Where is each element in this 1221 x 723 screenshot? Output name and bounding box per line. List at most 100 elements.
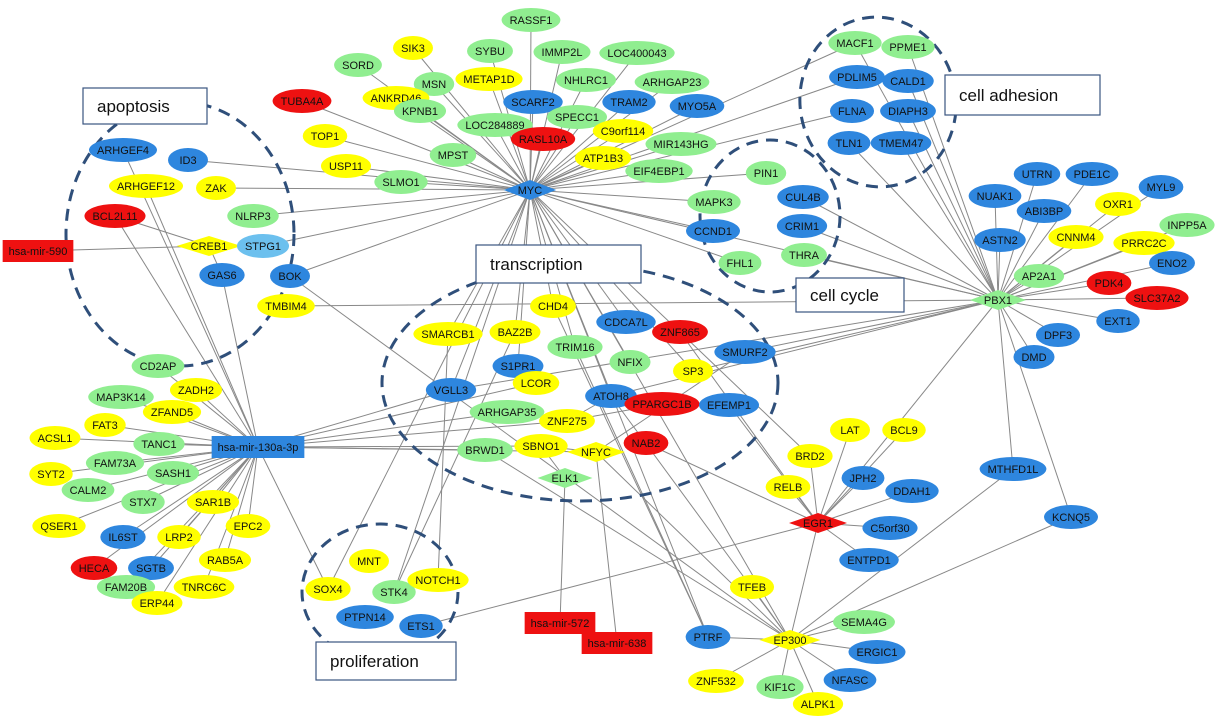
node-label: FAM20B xyxy=(105,582,147,594)
node-label: PDK4 xyxy=(1095,278,1124,290)
node-cd2ap: CD2AP xyxy=(131,354,185,378)
edge-MIR130A-IL6ST xyxy=(122,446,259,538)
edge-MYC-FHL1 xyxy=(529,189,741,264)
node-cald1: CALD1 xyxy=(882,69,934,93)
edge-MYC-MSN xyxy=(433,83,531,191)
edge-MYC-USP11 xyxy=(345,165,531,191)
node-label: BOK xyxy=(278,271,302,283)
edge-EP300-MTHFD1L xyxy=(789,468,1014,641)
node-label: ARHGEF4 xyxy=(97,145,149,157)
node-smarcb1: SMARCB1 xyxy=(413,322,483,346)
nodes-layer: MYCPBX1EP300EGR1ELK1NFYCCREB1hsa-mir-130… xyxy=(2,8,1215,716)
node-label: BCL2L11 xyxy=(92,211,137,223)
node-stx7: STX7 xyxy=(121,490,165,514)
node-myo5a: MYO5A xyxy=(669,94,725,118)
edge-PBX1-CRIM1 xyxy=(801,225,999,301)
node-label: TLN1 xyxy=(836,138,863,150)
edge-MYC-TUBA4A xyxy=(301,100,531,191)
node-loc284889: LOC284889 xyxy=(457,113,533,137)
node-cnnm4: CNNM4 xyxy=(1048,225,1104,249)
node-tln1: TLN1 xyxy=(827,131,871,155)
node-label: TOP1 xyxy=(311,131,340,143)
node-label: MYO5A xyxy=(678,101,717,113)
node-label: SCARF2 xyxy=(511,97,554,109)
node-mthfd1l: MTHFD1L xyxy=(979,457,1047,481)
node-mapk3: MAPK3 xyxy=(687,190,741,214)
node-kif1c: KIF1C xyxy=(756,675,804,699)
node-label: JPH2 xyxy=(850,473,877,485)
edge-MYC-MAPK3 xyxy=(529,189,715,203)
node-tfeb: TFEB xyxy=(729,575,775,599)
node-label: NFYC xyxy=(581,447,611,459)
node-metap1d: METAP1D xyxy=(455,67,523,91)
node-pbx1: PBX1 xyxy=(969,290,1027,310)
node-scarf2: SCARF2 xyxy=(503,90,563,114)
node-tram2: TRAM2 xyxy=(602,90,656,114)
node-label: NFASC xyxy=(832,675,869,687)
node-mnt: MNT xyxy=(349,549,389,573)
node-label: USP11 xyxy=(329,161,363,173)
node-label: ZAK xyxy=(205,183,227,195)
node-label: MACF1 xyxy=(836,38,873,50)
node-label: ERGIC1 xyxy=(857,647,898,659)
node-prrc2c: PRRC2C xyxy=(1113,231,1175,255)
node-label: LOC400043 xyxy=(607,48,666,60)
node-label: KPNB1 xyxy=(402,106,438,118)
node-label: PBX1 xyxy=(984,295,1012,307)
node-alpk1: ALPK1 xyxy=(792,692,844,716)
node-label: TRIM16 xyxy=(555,342,594,354)
node-chd4: CHD4 xyxy=(530,294,576,318)
node-ets1: ETS1 xyxy=(399,614,443,638)
node-znf865: ZNF865 xyxy=(652,320,708,344)
node-label: TANC1 xyxy=(141,439,176,451)
edge-MIR130A-ZNF275 xyxy=(257,420,568,448)
node-qser1: QSER1 xyxy=(32,514,86,538)
node-label: STK4 xyxy=(380,587,408,599)
node-label: ASTN2 xyxy=(982,235,1017,247)
node-bok: BOK xyxy=(270,264,310,288)
edge-MYC-TRAM2 xyxy=(529,101,630,191)
node-label: ACSL1 xyxy=(38,433,73,445)
node-macf1: MACF1 xyxy=(828,31,882,55)
node-label: SIK3 xyxy=(401,43,425,55)
node-notch1: NOTCH1 xyxy=(407,568,469,592)
node-mir590: hsa-mir-590 xyxy=(2,240,74,262)
node-label: MYL9 xyxy=(1147,182,1176,194)
node-myc: MYC xyxy=(503,180,557,200)
node-dpf3: DPF3 xyxy=(1035,323,1081,347)
node-syt2: SYT2 xyxy=(29,462,73,486)
node-mir143hg: MIR143HG xyxy=(645,132,717,156)
node-sema4g: SEMA4G xyxy=(833,610,895,634)
edge-EGR1-NAB2 xyxy=(645,442,819,524)
edge-PBX1-PRRC2C xyxy=(997,242,1145,301)
node-label: MNT xyxy=(357,556,381,568)
node-tmem47: TMEM47 xyxy=(870,131,932,155)
node-epc2: EPC2 xyxy=(225,514,271,538)
node-mir572: hsa-mir-572 xyxy=(524,612,596,634)
node-label: CD2AP xyxy=(140,361,177,373)
node-nuak1: NUAK1 xyxy=(968,184,1022,208)
edge-STK4-BAZ2B xyxy=(393,331,516,593)
node-smurf2: SMURF2 xyxy=(714,340,776,364)
node-elk1: ELK1 xyxy=(537,468,593,488)
node-eif4ebp1: EIF4EBP1 xyxy=(625,159,693,183)
node-label: NLRP3 xyxy=(235,211,270,223)
node-label: ZNF532 xyxy=(696,676,736,688)
node-ppargc1b: PPARGC1B xyxy=(624,392,700,416)
node-label: ARHGEF12 xyxy=(117,181,175,193)
node-lrp2: LRP2 xyxy=(157,525,201,549)
node-label: SP3 xyxy=(683,366,704,378)
node-ep300: EP300 xyxy=(759,630,821,650)
node-label: SBNO1 xyxy=(522,441,559,453)
node-label: ELK1 xyxy=(552,473,579,485)
node-pin1: PIN1 xyxy=(745,161,787,185)
node-label: GAS6 xyxy=(207,270,236,282)
node-label: ETS1 xyxy=(407,621,435,633)
node-fat3: FAT3 xyxy=(84,413,126,437)
node-label: NFIX xyxy=(617,357,643,369)
node-myl9: MYL9 xyxy=(1138,175,1184,199)
celladhesion-label-box: cell adhesion xyxy=(944,74,1101,116)
node-label: RASSF1 xyxy=(510,15,553,27)
edge-MYC-ZAK xyxy=(215,187,531,191)
node-acsl1: ACSL1 xyxy=(29,426,81,450)
